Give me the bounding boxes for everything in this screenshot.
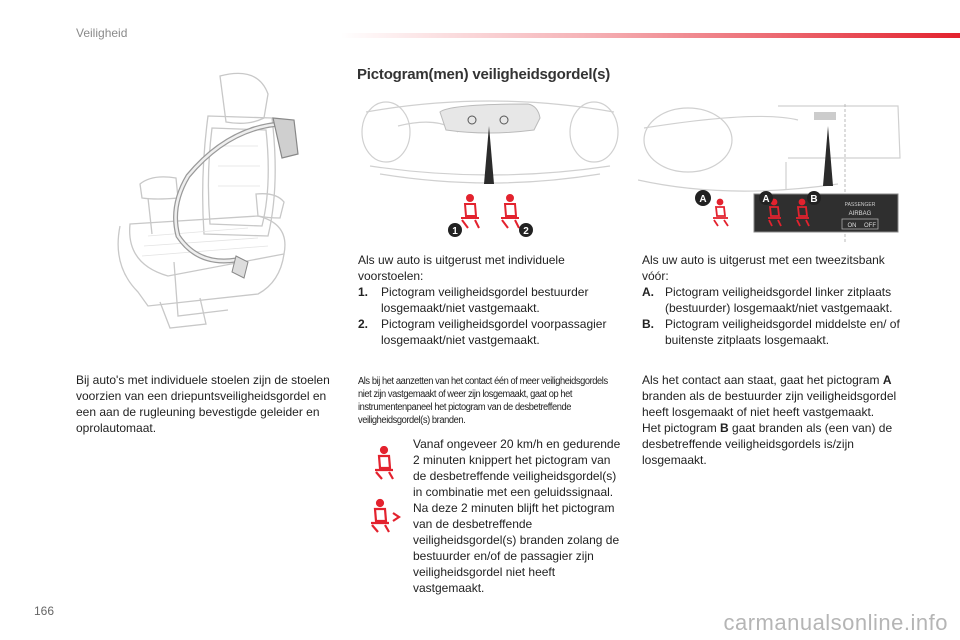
col2-para-b-key: B (720, 421, 729, 435)
col2-paragraphs: Als het contact aan staat, gaat het pict… (642, 372, 910, 468)
dashboard-illustration-individual-seats: 1 2 (361, 100, 619, 237)
panel-text-passenger: PASSENGER (845, 202, 876, 208)
col2-para-b: Het pictogram B gaat branden als (een va… (642, 420, 910, 468)
header-accent-bar (340, 33, 960, 38)
col2-para-a-key: A (882, 373, 892, 387)
callout-number-1: 1 (452, 226, 458, 237)
dashboard-illustration-bench-seat: PASSENGER AIRBAG ON OFF A A B (638, 104, 901, 244)
col1-item-text: Pictogram veiligheidsgordel voorpassagie… (381, 317, 607, 347)
page-title: Pictogram(men) veiligheidsgordel(s) (357, 66, 611, 83)
col2-para-b-pre: Het pictogram (642, 421, 721, 435)
section-title: Veiligheid (76, 26, 128, 40)
callout-label-a-2: A (762, 194, 769, 205)
panel-text-on: ON (848, 223, 857, 229)
col1-small-print: Als bij het aanzetten van het contact éé… (358, 376, 608, 426)
seatbelt-warning-icon (375, 446, 394, 480)
col2-item-text: Pictogram veiligheidsgordel middelste en… (665, 317, 900, 347)
col2-para-a-post: branden als de bestuurder zijn veilighei… (642, 389, 897, 419)
col1-list-item: 1. Pictogram veiligheidsgordel bestuurde… (358, 284, 628, 316)
seatbelt-flashing-icon (371, 498, 401, 533)
callout-label-b: B (810, 194, 817, 205)
seat-belt-illustration (117, 72, 299, 329)
col2-para-b-post: gaat branden als (een van) de desbetreff… (642, 421, 893, 467)
page-number: 166 (34, 604, 55, 618)
col2-para-a: Als het contact aan staat, gaat het pict… (642, 372, 910, 420)
panel-text-airbag: AIRBAG (849, 211, 872, 217)
col1-intro: Als uw auto is uitgerust met individuele… (358, 253, 565, 283)
col1-item-key: 1. (358, 285, 369, 299)
panel-text-off: OFF (864, 223, 876, 229)
col2-intro: Als uw auto is uitgerust met een tweezit… (642, 253, 885, 283)
col2-item-key: B. (642, 317, 654, 331)
left-paragraph: Bij auto's met individuele stoelen zijn … (76, 373, 330, 435)
col1-item-text: Pictogram veiligheidsgordel bestuurder l… (381, 285, 589, 315)
col2-para-a-pre: Als het contact aan staat, gaat het pict… (642, 373, 883, 387)
col2-list-item: A. Pictogram veiligheidsgordel linker zi… (642, 284, 914, 316)
col2-list-item: B. Pictogram veiligheidsgordel middelste… (642, 316, 914, 348)
watermark: carmanualsonline.info (723, 610, 948, 635)
callout-number-2: 2 (523, 226, 529, 237)
col2-item-text: Pictogram veiligheidsgordel linker zitpl… (665, 285, 893, 315)
col2-item-key: A. (642, 285, 654, 299)
col1-list-item: 2. Pictogram veiligheidsgordel voorpassa… (358, 316, 628, 348)
callout-label-a-1: A (699, 194, 706, 205)
col1-text-block: Als uw auto is uitgerust met individuele… (358, 252, 628, 348)
col1-item-key: 2. (358, 317, 369, 331)
col1-warning-text: Vanaf ongeveer 20 km/h en gedurende 2 mi… (413, 437, 621, 595)
col2-text-block: Als uw auto is uitgerust met een tweezit… (642, 252, 914, 348)
